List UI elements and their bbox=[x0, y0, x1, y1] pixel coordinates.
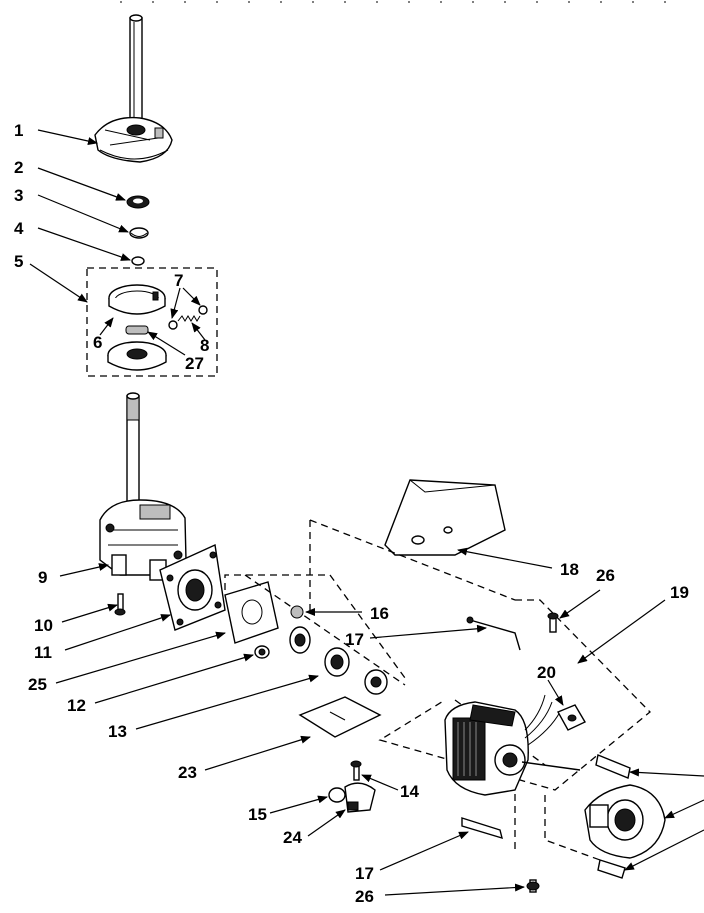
switch-20 bbox=[557, 704, 586, 731]
callout-20: 20 bbox=[537, 663, 556, 682]
coupling-13 bbox=[324, 647, 350, 677]
bolt-26-lower bbox=[526, 879, 540, 893]
callout-7: 7 bbox=[174, 271, 183, 290]
lower-shaft bbox=[126, 392, 140, 517]
callout-4: 4 bbox=[14, 219, 24, 238]
callout-9: 9 bbox=[38, 568, 47, 587]
motor bbox=[444, 701, 581, 796]
callout-17-lower: 17 bbox=[355, 864, 374, 883]
drive-hub bbox=[289, 626, 311, 654]
dash-box-lower-left bbox=[224, 574, 406, 679]
coupling-rear bbox=[364, 669, 388, 695]
clamp-24 bbox=[344, 782, 376, 813]
callout-8: 8 bbox=[200, 336, 209, 355]
callout-17-upper: 17 bbox=[345, 630, 364, 649]
rod-17-lower bbox=[461, 817, 503, 840]
clutch-hub bbox=[107, 341, 167, 371]
callout-14: 14 bbox=[400, 782, 419, 801]
callout-13: 13 bbox=[108, 722, 127, 741]
callout-18: 18 bbox=[560, 560, 579, 579]
callout-labels: 1 2 3 4 5 6 7 8 27 9 10 11 25 12 13 23 1… bbox=[14, 121, 689, 906]
gasket-25 bbox=[224, 581, 279, 644]
screw-14 bbox=[350, 760, 362, 781]
pump-bracket bbox=[595, 754, 631, 879]
callout-25: 25 bbox=[28, 675, 47, 694]
motor-wires bbox=[524, 694, 561, 746]
callout-12: 12 bbox=[67, 696, 86, 715]
callout-10: 10 bbox=[34, 616, 53, 635]
clutch-ring bbox=[108, 284, 166, 315]
callout-19: 19 bbox=[670, 583, 689, 602]
screw-10 bbox=[114, 593, 126, 616]
callout-15: 15 bbox=[248, 805, 267, 824]
callout-6: 6 bbox=[93, 333, 102, 352]
gearcase-9 bbox=[99, 499, 187, 581]
callout-24: 24 bbox=[283, 828, 302, 847]
clutch-group-box bbox=[86, 267, 218, 377]
retaining-ring-4 bbox=[131, 256, 145, 266]
callout-1: 1 bbox=[14, 121, 23, 140]
bumper-15 bbox=[328, 787, 346, 803]
clip-27 bbox=[125, 325, 149, 335]
pump bbox=[584, 784, 666, 859]
upper-shaft bbox=[129, 14, 143, 139]
callout-27: 27 bbox=[185, 354, 204, 373]
coupling-12 bbox=[254, 645, 270, 659]
spring-7 bbox=[168, 305, 208, 330]
cam-assembly bbox=[94, 116, 173, 163]
callout-5: 5 bbox=[14, 252, 23, 271]
callout-26-upper: 26 bbox=[596, 566, 615, 585]
mounting-plate-11 bbox=[159, 543, 226, 631]
callout-3: 3 bbox=[14, 186, 23, 205]
rod-17-upper bbox=[466, 616, 521, 651]
shroud-18 bbox=[384, 479, 506, 556]
coupling-16 bbox=[290, 605, 304, 619]
bolt-26-upper bbox=[547, 612, 559, 633]
callout-11: 11 bbox=[34, 643, 52, 662]
callout-23: 23 bbox=[178, 763, 197, 782]
callout-26-lower: 26 bbox=[355, 887, 374, 906]
callout-2: 2 bbox=[14, 158, 23, 177]
washer-2 bbox=[126, 195, 150, 209]
axis-line bbox=[244, 574, 406, 686]
callout-16: 16 bbox=[370, 604, 389, 623]
leader-lines bbox=[29, 129, 704, 896]
pad-23 bbox=[298, 696, 382, 738]
washer-3 bbox=[129, 227, 149, 239]
